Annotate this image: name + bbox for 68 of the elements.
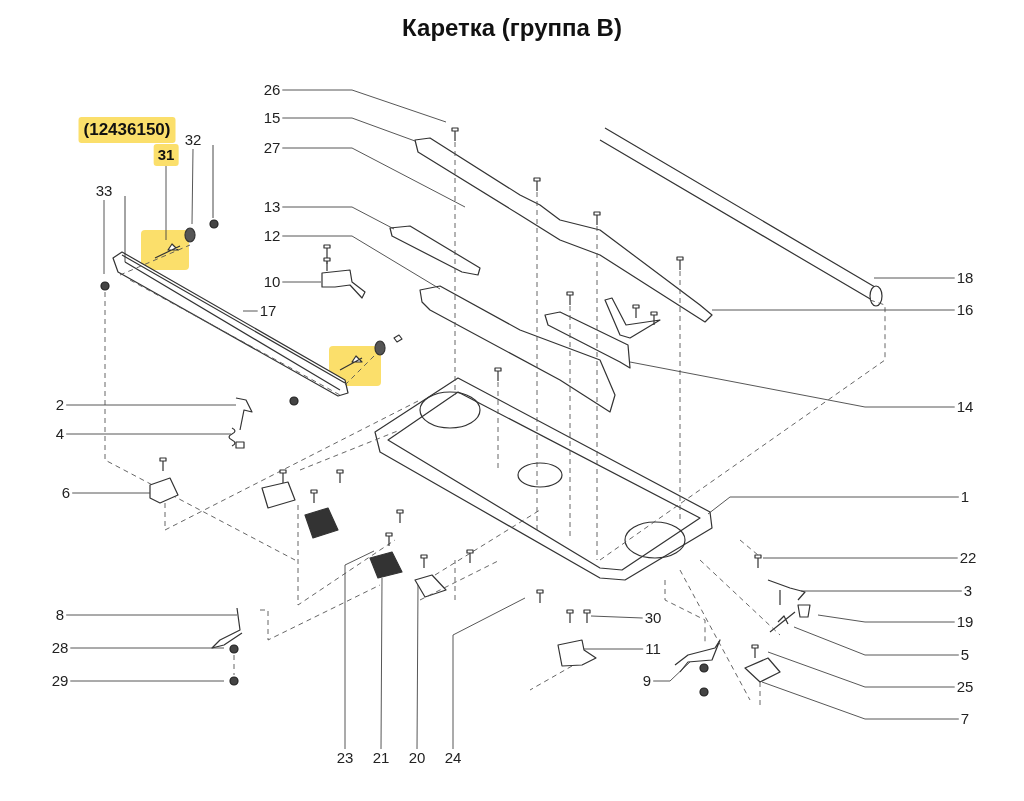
leader-line — [590, 615, 644, 619]
callout-number: 29 — [49, 672, 71, 690]
callout-number: 7 — [958, 710, 972, 728]
callout-number: 3 — [961, 582, 975, 600]
callout-number: 5 — [958, 646, 972, 664]
leader-line — [69, 680, 225, 682]
leader-line — [707, 496, 960, 515]
callout-number: 14 — [954, 398, 976, 416]
leader-line — [711, 309, 956, 311]
callout-number: 2 — [53, 396, 67, 414]
callout-number: 20 — [406, 749, 428, 767]
callout-number: 11 — [643, 640, 663, 658]
leader-line — [767, 651, 956, 688]
callout-number: 15 — [261, 109, 283, 127]
leader-line — [583, 648, 644, 650]
callout-number: 8 — [53, 606, 67, 624]
part-number-label: (12436150) — [78, 117, 176, 143]
leader-line — [380, 577, 383, 750]
callout-number: 9 — [640, 672, 654, 690]
leader-line — [762, 557, 959, 559]
callout-number: 23 — [334, 749, 356, 767]
callout-number: 30 — [642, 609, 664, 627]
leader-line — [452, 597, 526, 750]
callout-number: 25 — [954, 678, 976, 696]
leader-line — [242, 310, 259, 312]
callout-number: 1 — [958, 488, 972, 506]
callout-number: 19 — [954, 613, 976, 631]
callout-number: 24 — [442, 749, 464, 767]
callout-number: 18 — [954, 269, 976, 287]
callout-number: 27 — [261, 139, 283, 157]
callout-number: 22 — [957, 549, 979, 567]
leader-line — [800, 590, 963, 592]
leader-line — [65, 404, 237, 406]
leader-line — [281, 281, 322, 283]
leader-line — [281, 206, 395, 230]
callout-number: 26 — [261, 81, 283, 99]
callout-number: 28 — [49, 639, 71, 657]
callout-number: 16 — [954, 301, 976, 319]
leader-line — [69, 647, 225, 649]
callout-number: 10 — [261, 273, 283, 291]
callout-number: 4 — [53, 425, 67, 443]
callout-number: 13 — [261, 198, 283, 216]
leader-line — [281, 147, 466, 208]
leader-line — [65, 433, 232, 435]
leader-line — [191, 148, 194, 225]
callout-number: 6 — [59, 484, 73, 502]
leader-line — [103, 199, 105, 275]
leader-line — [416, 584, 419, 750]
leader-line — [817, 614, 956, 623]
leader-line — [793, 626, 960, 656]
leader-line — [281, 235, 441, 290]
callout-number: 32 — [182, 131, 204, 149]
leader-line — [165, 165, 167, 241]
diagram-title: Каретка (группа B) — [401, 14, 623, 42]
callout-number: 21 — [370, 749, 392, 767]
callout-number: 17 — [257, 302, 279, 320]
callout-number: 12 — [261, 227, 283, 245]
leader-line — [629, 361, 956, 408]
leader-line — [281, 117, 416, 142]
leader-line — [652, 661, 691, 682]
leader-line — [873, 277, 956, 279]
callout-number: 31 — [153, 144, 179, 166]
leader-line — [761, 681, 960, 720]
callout-number: 33 — [93, 182, 115, 200]
leader-line — [344, 550, 375, 750]
leader-line — [281, 89, 447, 123]
leader-line — [65, 614, 238, 616]
leader-line — [71, 492, 151, 494]
